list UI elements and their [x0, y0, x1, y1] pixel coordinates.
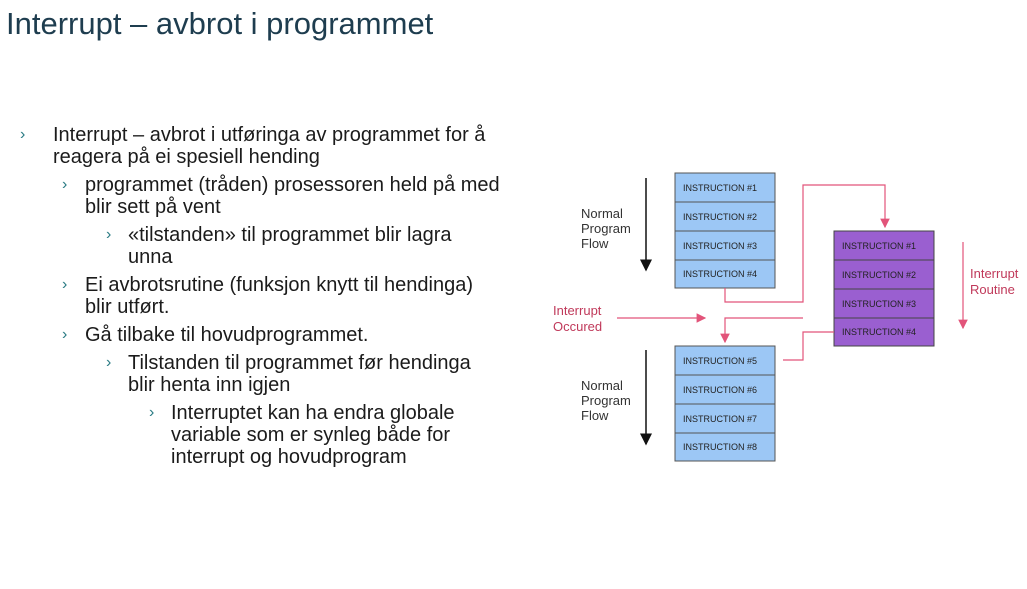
svg-text:Program: Program [581, 393, 631, 408]
instruction-label: INSTRUCTION #2 [683, 212, 757, 222]
bullet-text: Interrupt – avbrot i utføringa av progra… [53, 124, 486, 168]
bullet-arrow-icon: › [106, 226, 112, 243]
main-instructions-top: INSTRUCTION #1 INSTRUCTION #2 INSTRUCTIO… [674, 172, 776, 289]
bullet-arrow-icon: › [149, 404, 155, 421]
bullet-text: Gå tilbake til hovudprogrammet. [85, 324, 369, 346]
routine-label: INSTRUCTION #1 [842, 241, 916, 251]
svg-text:Interrupt: Interrupt [970, 266, 1019, 281]
svg-text:Flow: Flow [581, 236, 609, 251]
bullet-item: › programmet (tråden) prosessoren held p… [62, 174, 500, 218]
bullet-text: Ei avbrotsrutine (funksjon knytt til hen… [85, 274, 473, 318]
instruction-label: INSTRUCTION #4 [683, 269, 757, 279]
routine-label: INSTRUCTION #2 [842, 270, 916, 280]
bullet-item: › Interruptet kan ha endra globale varia… [149, 402, 500, 468]
instruction-box [674, 374, 776, 405]
bullet-arrow-icon: › [62, 326, 68, 343]
instruction-label: INSTRUCTION #1 [683, 183, 757, 193]
svg-text:Normal: Normal [581, 206, 623, 221]
bullet-item: › Interrupt – avbrot i utføringa av prog… [20, 124, 500, 168]
bullet-item: › Ei avbrotsrutine (funksjon knytt til h… [62, 274, 500, 318]
interrupt-diagram: Normal Program Flow INSTRUCTION #1 INSTR… [545, 170, 1027, 470]
routine-box [833, 288, 935, 319]
bullet-item: › Gå tilbake til hovudprogrammet. [62, 324, 500, 346]
bullet-text: «tilstanden» til programmet blir lagra u… [128, 224, 452, 268]
instruction-label: INSTRUCTION #3 [683, 241, 757, 251]
routine-label: INSTRUCTION #4 [842, 327, 916, 337]
instruction-label: INSTRUCTION #6 [683, 385, 757, 395]
jump-to-routine-line [724, 184, 890, 303]
bullet-list: › Interrupt – avbrot i utføringa av prog… [20, 124, 500, 468]
instruction-box [674, 403, 776, 434]
bullet-arrow-icon: › [20, 126, 26, 143]
slide-title: Interrupt – avbrot i programmet [6, 6, 434, 41]
normal-flow-label-top: Normal Program Flow [581, 206, 631, 251]
svg-text:Occured: Occured [553, 319, 602, 334]
svg-text:Normal: Normal [581, 378, 623, 393]
normal-flow-label-bottom: Normal Program Flow [581, 378, 631, 423]
instruction-box [674, 201, 776, 232]
bullet-item: › Tilstanden til programmet før hendinga… [106, 352, 500, 396]
bullet-arrow-icon: › [62, 176, 68, 193]
interrupt-routine-instructions: INSTRUCTION #1 INSTRUCTION #2 INSTRUCTIO… [833, 230, 935, 347]
bullet-text: programmet (tråden) prosessoren held på … [85, 174, 500, 218]
instruction-label: INSTRUCTION #8 [683, 442, 757, 452]
bullet-arrow-icon: › [106, 354, 112, 371]
bullet-text: Interruptet kan ha endra globale variabl… [171, 402, 455, 468]
instruction-label: INSTRUCTION #7 [683, 414, 757, 424]
svg-text:Routine: Routine [970, 282, 1015, 297]
bullet-text: Tilstanden til programmet før hendinga b… [128, 352, 471, 396]
svg-text:Interrupt: Interrupt [553, 303, 602, 318]
interrupt-routine-label: Interrupt Routine [970, 266, 1019, 297]
routine-label: INSTRUCTION #3 [842, 299, 916, 309]
return-to-main-line [720, 317, 803, 344]
bullet-arrow-icon: › [62, 276, 68, 293]
interrupt-occured-label: Interrupt Occured [553, 303, 602, 334]
bullet-item: › «tilstanden» til programmet blir lagra… [106, 224, 500, 268]
instruction-box [674, 345, 776, 376]
svg-text:Flow: Flow [581, 408, 609, 423]
main-instructions-bottom: INSTRUCTION #5 INSTRUCTION #6 INSTRUCTIO… [674, 345, 776, 462]
svg-text:Program: Program [581, 221, 631, 236]
return-to-main-line [783, 331, 834, 361]
instruction-label: INSTRUCTION #5 [683, 356, 757, 366]
instruction-box [674, 432, 776, 462]
